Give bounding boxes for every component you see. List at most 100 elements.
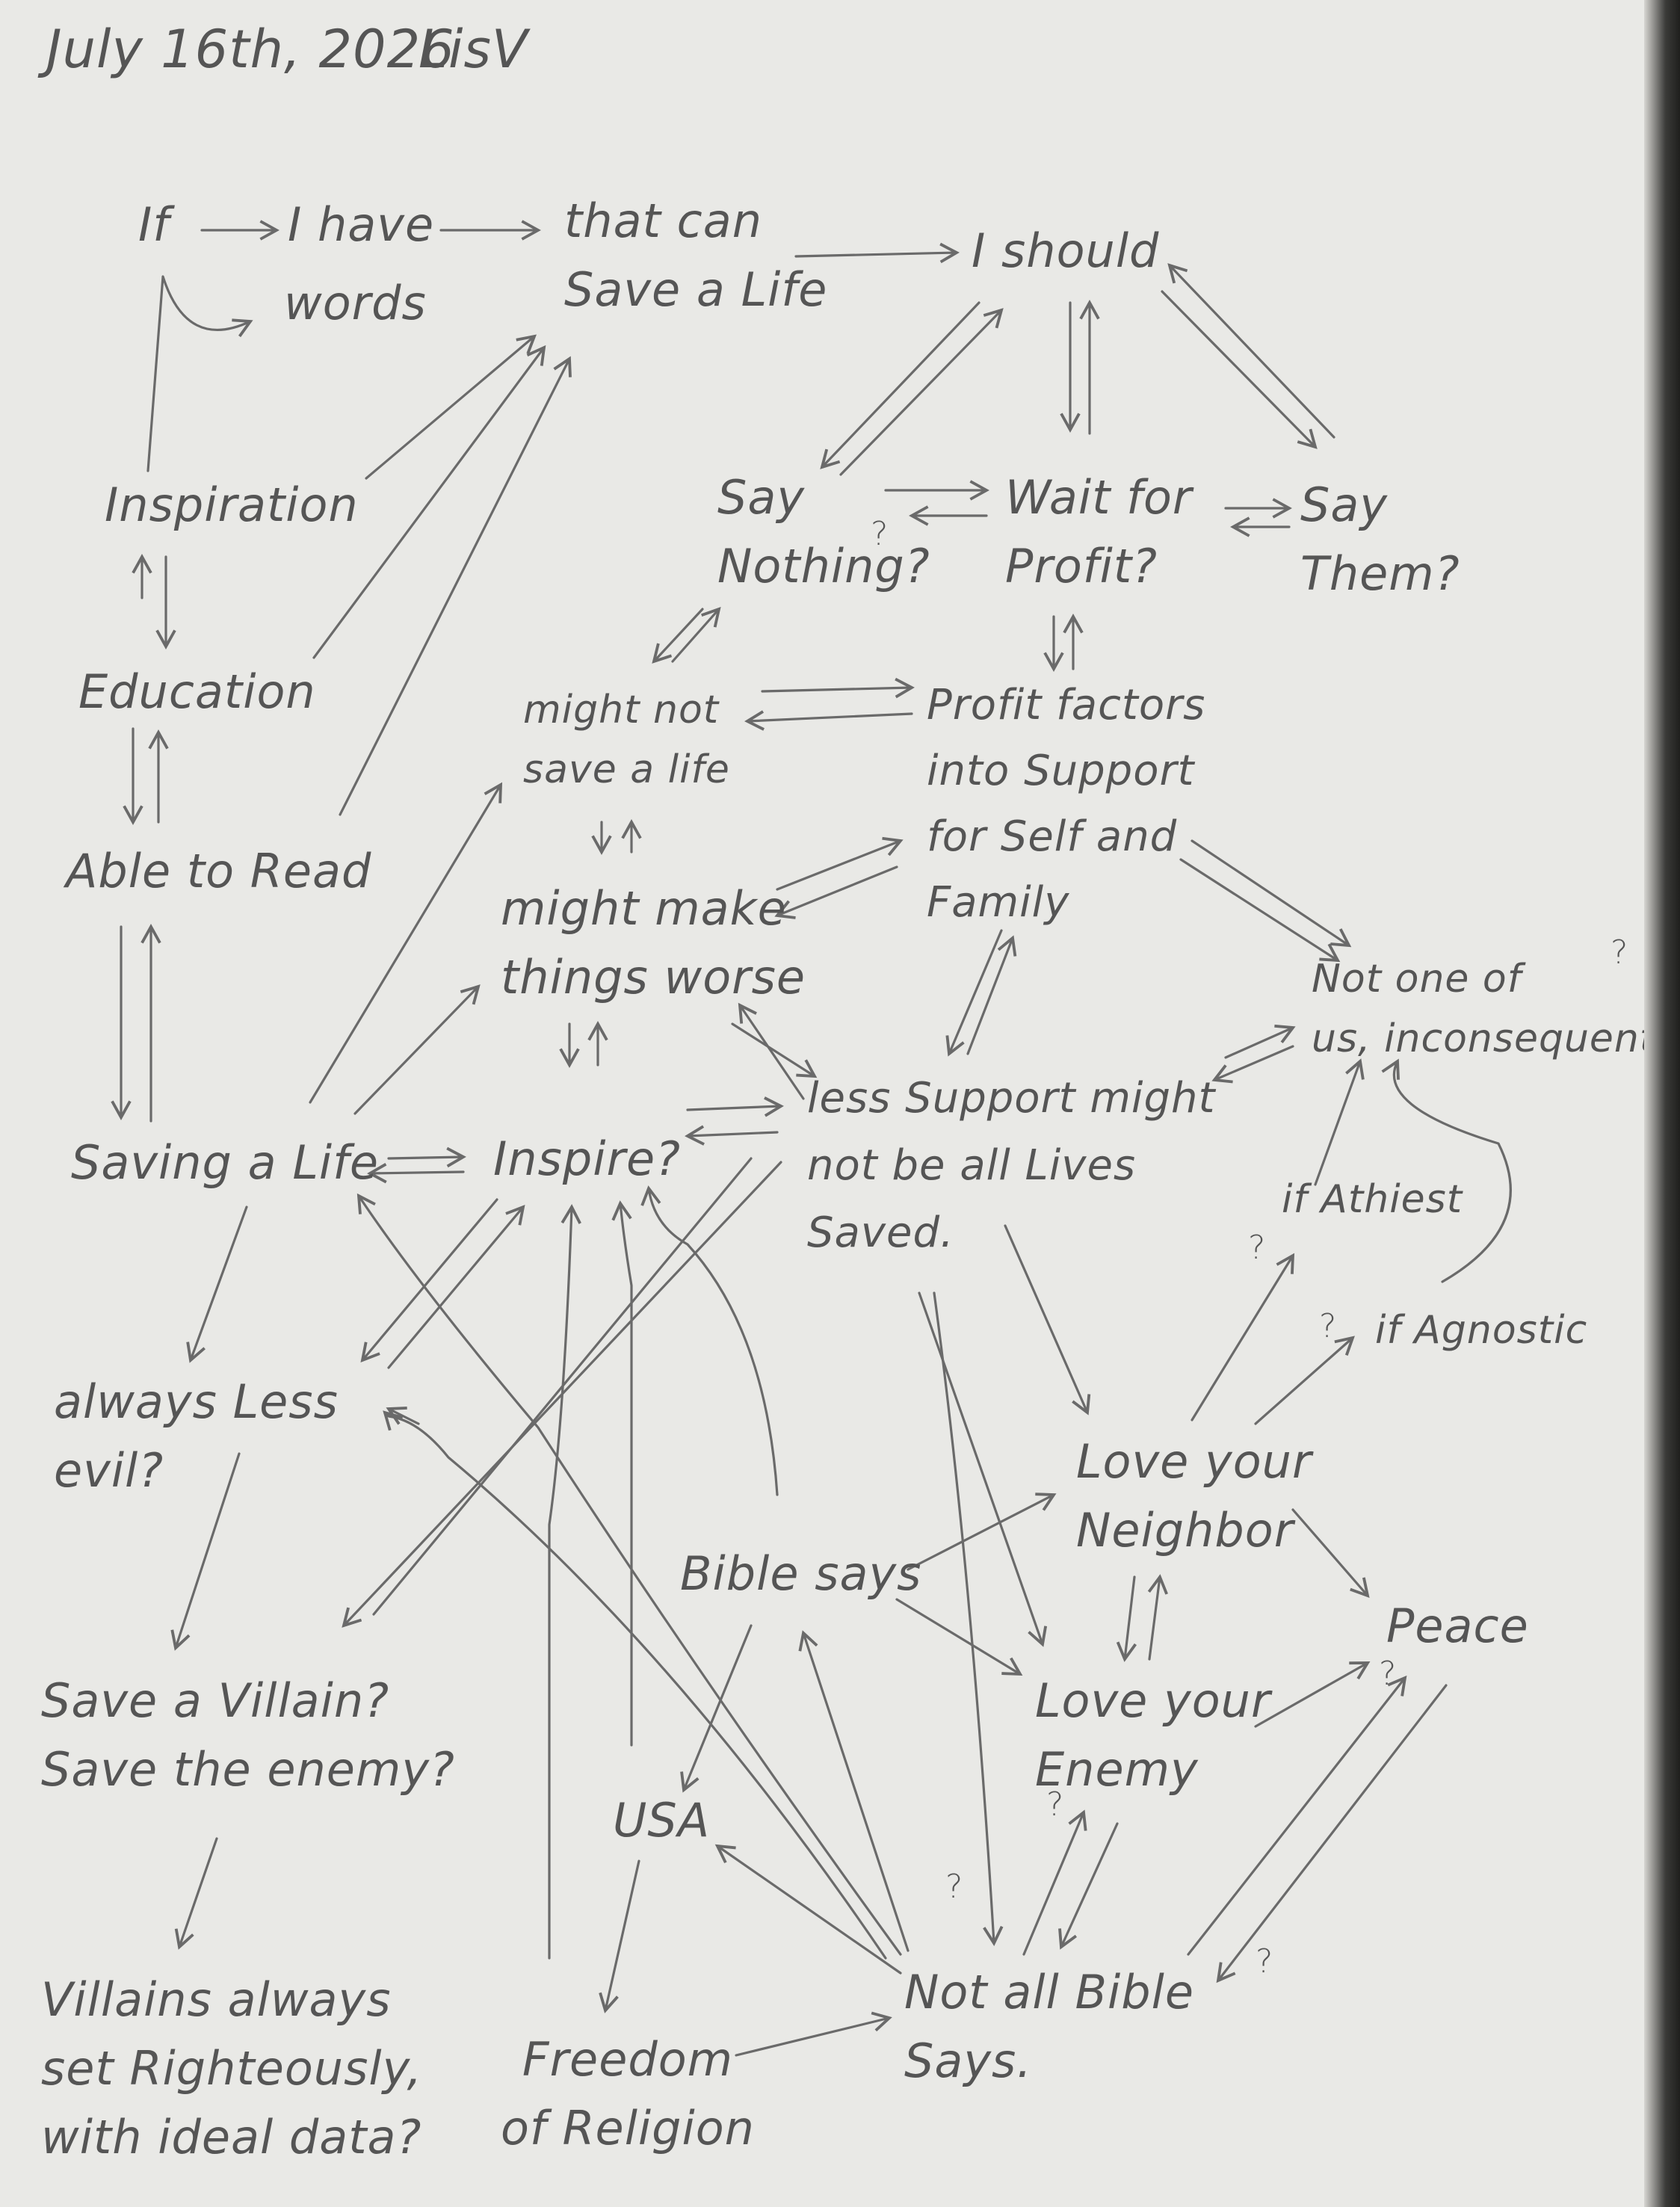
node-might-not-save-a-life: might not save a life xyxy=(523,688,730,792)
arrow-lesssupport-notoneofus xyxy=(1224,1024,1296,1059)
node-always-less-evil: always Less evil? xyxy=(54,1374,339,1498)
arrow-ishould-saythem-b xyxy=(1167,263,1335,439)
arrow-bible-neighbor xyxy=(907,1493,1057,1571)
arrow-athiest-notoneofus xyxy=(1314,1058,1365,1186)
arrow-notallbible-enemy xyxy=(1022,1809,1087,1956)
question-mark: ? xyxy=(1610,933,1629,972)
node-not-all-bible-says: Not all Bible Says. xyxy=(904,1965,1194,2088)
arrow-enemy-peace xyxy=(1254,1661,1371,1728)
arrow-saynothing-mightnot xyxy=(652,608,704,664)
node-villains-always: Villains always set Righteously, with id… xyxy=(41,1972,423,2164)
arrow-lesssupport-inspire xyxy=(685,1125,779,1146)
arrow-notallbible-saving xyxy=(356,1193,902,1956)
arrow-notoneofus-lesssupport xyxy=(1211,1045,1294,1084)
node-words: words xyxy=(284,276,427,330)
arrow-saving-mightnot xyxy=(309,782,503,1104)
node-usa: USA xyxy=(613,1793,711,1848)
arrow-saving-inspire xyxy=(387,1146,466,1168)
arrow-inspire-lessevil xyxy=(360,1198,498,1363)
arrow-profit-notoneofus-b xyxy=(1190,839,1352,948)
arrow-notallbible-peace xyxy=(1187,1675,1407,1956)
arrow-profit-mightnot xyxy=(744,710,913,731)
arrow-notallbible-bible xyxy=(798,1630,910,1952)
arrow-saving-mightmake xyxy=(353,984,481,1115)
question-mark: ? xyxy=(1319,1307,1338,1345)
arrow-lessevil-villain xyxy=(170,1452,241,1651)
node-inspire: Inspire? xyxy=(493,1132,682,1186)
arrow-bible-usa xyxy=(680,1624,753,1793)
arrow-ishould-saynothing-a xyxy=(820,301,980,469)
arrow-ishould-saythem-a xyxy=(1161,290,1318,449)
arrow-mightmake-lesssupport xyxy=(731,1022,818,1078)
arrow-education-savealife xyxy=(312,345,546,659)
node-not-one-of-us: Not one of us, inconsequential xyxy=(1312,957,1661,1061)
arrow-neighbor-enemy-b xyxy=(1147,1574,1168,1661)
arrow-notallbible-usa xyxy=(714,1844,902,1975)
arrow-inspire-saving xyxy=(367,1162,465,1184)
node-peace: Peace xyxy=(1386,1599,1529,1653)
question-mark: ? xyxy=(1248,1229,1267,1267)
node-if-agnostic: if Agnostic xyxy=(1375,1308,1588,1353)
arrow-profit-mightmake xyxy=(774,865,898,919)
node-love-your-neighbor: Love your Neighbor xyxy=(1076,1434,1312,1558)
arrow-lesssupport-notallbible xyxy=(933,1291,1004,1946)
node-might-make-things-worse: might make things worse xyxy=(501,881,806,1004)
node-save-a-villain: Save a Villain? Save the enemy? xyxy=(41,1673,455,1797)
arrow-peace-notallbible xyxy=(1216,1684,1448,1984)
node-love-your-enemy: Love your Enemy xyxy=(1035,1673,1271,1797)
arrow-inspire-lesssupport xyxy=(686,1096,784,1117)
arrow-lessevil-inspire xyxy=(387,1204,525,1369)
paper-edge-shadow xyxy=(1644,0,1680,2207)
node-say-nothing: Say Nothing? xyxy=(717,470,930,593)
arrow-freedom-inspire xyxy=(548,1204,581,1960)
arrow-neighbor-enemy-a xyxy=(1116,1575,1137,1662)
node-bible-says: Bible says xyxy=(680,1546,922,1601)
header-date: July 16th, 2026 xyxy=(46,19,455,80)
node-wait-for-profit: Wait for Profit? xyxy=(1005,470,1193,593)
header-initials: LisV xyxy=(419,19,528,80)
arrow-ableread-savealife xyxy=(339,356,572,816)
arrow-freedom-notallbible xyxy=(735,2011,892,2057)
node-freedom-of-religion: Freedom of Religion xyxy=(501,2032,755,2155)
arrow-neighbor-athiest xyxy=(1190,1253,1295,1422)
arrow-mightnot-saynothing xyxy=(671,607,721,663)
node-education: Education xyxy=(78,664,316,719)
node-saving-a-life: Saving a Life xyxy=(71,1135,380,1190)
arrow-inspiration-savealife xyxy=(365,334,537,480)
arrow-profit-notoneofus-a xyxy=(1179,858,1341,963)
arrow-mightmake-profit xyxy=(776,836,904,891)
arrow-enemy-notallbible xyxy=(1058,1822,1119,1950)
arrow-lesssupport-profit xyxy=(966,935,1017,1055)
question-mark: ? xyxy=(1046,1785,1065,1824)
arrow-usa-freedom xyxy=(599,1859,640,2013)
node-i-should: I should xyxy=(972,223,1160,278)
arrow-if-words xyxy=(146,275,253,472)
arrow-lesssupport-neighbor xyxy=(1004,1224,1091,1416)
question-mark: ? xyxy=(945,1868,964,1906)
node-profit-factors: Profit factors into Support for Self and… xyxy=(927,681,1206,927)
arrow-lesssupport-enemy xyxy=(918,1291,1048,1647)
question-mark: ? xyxy=(1256,1942,1274,1981)
arrow-savealife-ishould xyxy=(794,242,960,264)
node-if: If xyxy=(138,197,170,252)
arrow-agnostic-notoneofus xyxy=(1381,1058,1512,1283)
arrow-neighbor-peace xyxy=(1291,1508,1370,1598)
arrow-villain-villainsalways xyxy=(174,1837,218,1950)
node-able-to-read: Able to Read xyxy=(66,844,372,898)
arrow-neighbor-agnostic xyxy=(1254,1336,1355,1425)
node-less-support: less Support might not be all Lives Save… xyxy=(807,1074,1216,1257)
arrow-lesssupport-mightmake xyxy=(738,1002,805,1100)
node-say-them: Say Them? xyxy=(1300,478,1460,601)
arrow-profit-lesssupport xyxy=(945,929,1003,1057)
node-if-athiest: if Athiest xyxy=(1282,1177,1463,1222)
arrow-usa-inspire xyxy=(611,1200,633,1747)
question-mark: ? xyxy=(871,515,889,553)
arrow-saving-lessevil xyxy=(186,1206,248,1363)
node-that-can-save-a-life: that can Save a Life xyxy=(564,194,828,317)
arrow-bible-inspire xyxy=(640,1185,779,1496)
question-mark: ? xyxy=(1379,1655,1398,1693)
arrow-bible-enemy xyxy=(895,1598,1023,1676)
arrow-notallbible-lessevil xyxy=(383,1410,887,1960)
